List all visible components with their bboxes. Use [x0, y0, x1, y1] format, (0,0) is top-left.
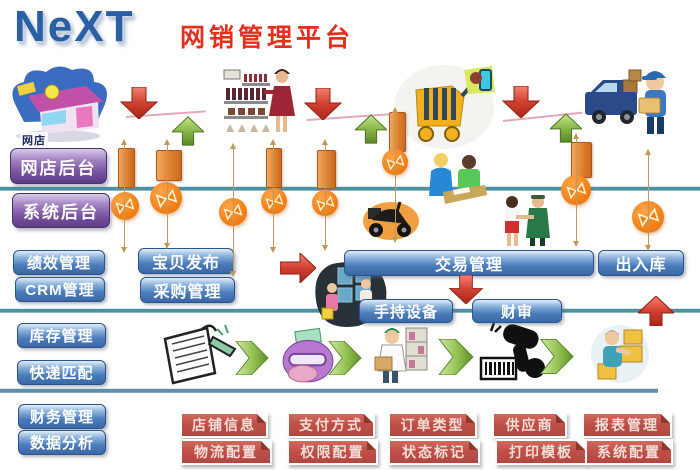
stat-bar	[266, 148, 282, 188]
sync-node-icon	[111, 192, 139, 220]
flow-box-finance-audit[interactable]: 财审	[472, 299, 562, 323]
flow-box-trade[interactable]: 交易管理	[344, 250, 594, 276]
arrow-down-icon	[120, 87, 158, 119]
config-button-permission[interactable]: 权限配置	[287, 439, 378, 465]
order-document-icon	[155, 323, 245, 387]
sync-node-icon	[261, 188, 287, 214]
arrow-up-red-icon	[638, 296, 674, 326]
online-shop-icon	[6, 62, 116, 144]
sync-line	[392, 107, 398, 243]
sync-line	[121, 139, 127, 253]
arrow-up-icon	[355, 114, 387, 144]
picker-icon	[368, 326, 430, 384]
config-button-logistics[interactable]: 物流配置	[180, 439, 272, 465]
flow-box-purchase[interactable]: 采购管理	[140, 277, 235, 303]
module-box-performance[interactable]: 绩效管理	[13, 250, 105, 275]
scooter-icon	[362, 196, 420, 242]
printer-icon	[281, 328, 335, 385]
stat-bar	[317, 150, 336, 189]
sync-line	[645, 149, 651, 251]
config-button-status-mark[interactable]: 状态标记	[388, 439, 480, 465]
arrow-down-icon	[304, 88, 342, 120]
barcode-scanner-icon	[477, 322, 547, 384]
sync-line	[270, 139, 276, 253]
stat-bar	[156, 150, 182, 181]
stat-bar	[389, 112, 406, 152]
config-button-payment[interactable]: 支付方式	[287, 412, 375, 438]
brand-logo: NeXT	[14, 2, 135, 51]
chevron-right-icon	[234, 341, 270, 375]
flow-box-warehouse-io[interactable]: 出入库	[598, 250, 684, 276]
module-box-express[interactable]: 快递匹配	[17, 360, 106, 385]
flow-box-item-publish[interactable]: 宝贝发布	[138, 248, 234, 274]
config-button-system[interactable]: 系统配置	[585, 439, 673, 465]
chevron-right-icon	[327, 341, 363, 375]
packer-icon	[590, 322, 650, 386]
arrow-down-icon	[502, 86, 540, 118]
module-box-inventory[interactable]: 库存管理	[17, 323, 106, 348]
config-button-order-type[interactable]: 订单类型	[388, 412, 477, 438]
config-button-shop-info[interactable]: 店铺信息	[180, 412, 268, 438]
sync-line	[322, 139, 328, 251]
office-staff-icon	[423, 150, 487, 208]
flow-line-bottom	[0, 388, 658, 393]
arrow-down-icon	[448, 275, 484, 304]
config-button-report[interactable]: 报表管理	[582, 412, 672, 438]
module-box-analytics[interactable]: 数据分析	[18, 430, 106, 455]
sync-line	[230, 143, 236, 277]
page-title: 网销管理平台	[180, 24, 355, 52]
sync-node-icon	[150, 182, 182, 214]
module-box-crm[interactable]: CRM管理	[15, 277, 105, 302]
handshake-icon	[498, 194, 552, 248]
product-shelf-icon	[220, 66, 305, 146]
module-box-finance[interactable]: 财务管理	[18, 404, 106, 429]
stat-bar	[118, 148, 135, 188]
delivery-truck-icon	[583, 64, 678, 148]
arrow-right-icon	[280, 253, 316, 283]
stat-bar	[571, 142, 592, 178]
sync-line	[164, 139, 170, 249]
flow-box-handheld[interactable]: 手持设备	[359, 299, 453, 323]
chevron-right-icon	[437, 339, 475, 375]
arrow-up-icon	[172, 116, 204, 146]
sync-line	[573, 133, 579, 247]
chevron-right-icon	[539, 339, 575, 374]
config-button-print-template[interactable]: 打印模板	[495, 439, 587, 465]
config-button-supplier[interactable]: 供应商	[492, 412, 567, 438]
shop-label: 网店	[20, 132, 48, 148]
backend-box-system[interactable]: 系统后台	[12, 193, 110, 228]
shopping-cart-icon	[392, 62, 497, 152]
backend-box-shop[interactable]: 网店后台	[10, 148, 107, 184]
flow-line-top	[0, 186, 700, 191]
arrow-up-icon	[550, 113, 582, 143]
